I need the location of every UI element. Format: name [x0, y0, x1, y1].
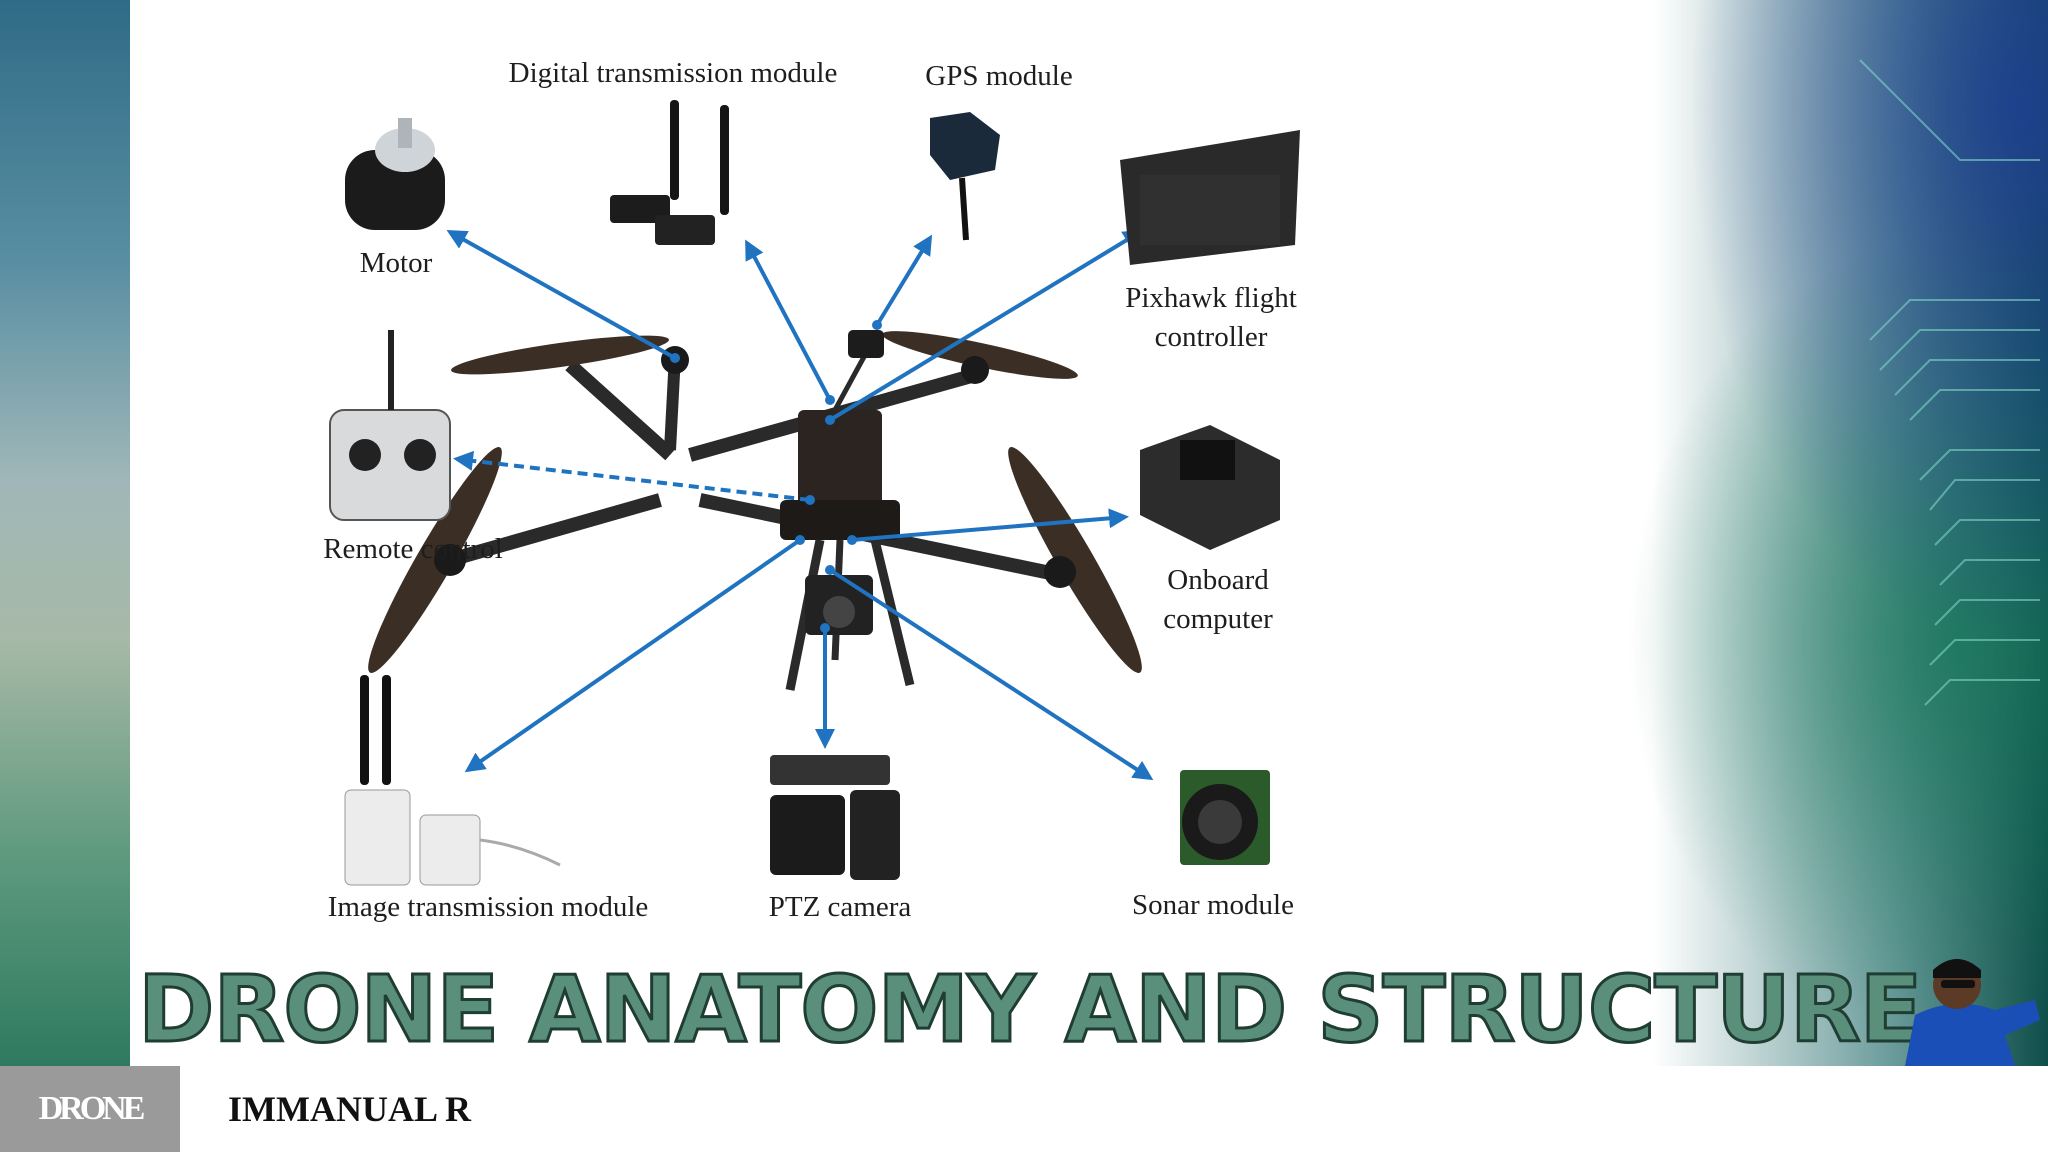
diagram-canvas: Digital transmission module GPS module M… [323, 57, 1300, 923]
label-sonar: Sonar module [1132, 889, 1294, 921]
label-ptz-camera: PTZ camera [769, 891, 912, 923]
pixhawk-controller-icon [1120, 130, 1300, 265]
ptz-camera-icon [770, 755, 900, 880]
label-pixhawk-line1: Pixhawk flight [1125, 282, 1297, 314]
author-name: IMMANUAL R [228, 1089, 471, 1129]
label-onboard-line1: Onboard [1167, 564, 1269, 596]
connector-arrows [446, 229, 1154, 781]
presenter-avatar [1895, 930, 2045, 1066]
drone-anatomy-diagram: Digital transmission module GPS module M… [130, 0, 1440, 950]
label-pixhawk-line2: controller [1155, 321, 1268, 353]
channel-logo: DRONE [0, 1066, 180, 1152]
right-decor-panel [1440, 0, 2048, 1066]
sonar-module-icon [1180, 770, 1270, 865]
label-onboard-line2: computer [1163, 603, 1273, 635]
circuit-decor-icon [1859, 59, 2040, 706]
label-image-transmission: Image transmission module [328, 891, 649, 923]
image-transmission-icon [344, 675, 561, 886]
label-gps: GPS module [925, 60, 1072, 92]
label-remote-control: Remote control [323, 533, 503, 565]
motor-icon [345, 118, 445, 230]
footer-bar: DRONE IMMANUAL R [0, 1066, 2048, 1152]
digital-transmission-icon [610, 100, 729, 245]
quadcopter-drone-icon [368, 330, 1142, 691]
left-decor-band [0, 0, 130, 1066]
onboard-computer-icon [1140, 425, 1280, 550]
label-digital-transmission: Digital transmission module [509, 57, 838, 89]
remote-control-icon [329, 330, 451, 521]
label-motor: Motor [360, 247, 433, 279]
gps-module-icon [930, 112, 1000, 241]
slide-title: DRONE ANATOMY AND STRUCTURE [137, 955, 1925, 1065]
